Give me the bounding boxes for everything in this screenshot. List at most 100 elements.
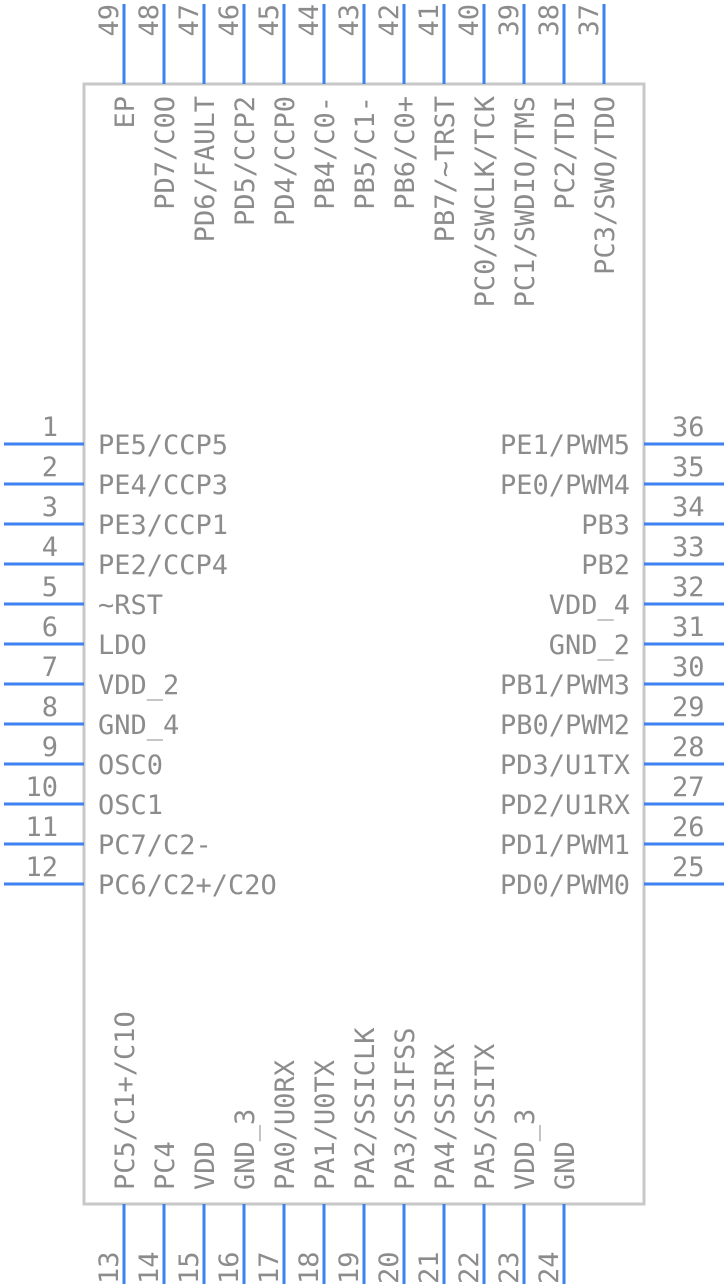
pin-label-32: VDD_4 [549, 590, 630, 621]
pin-label-11: PC7/C2- [98, 830, 212, 861]
pin-label-10: OSC1 [98, 790, 163, 821]
pin-number-39: 39 [494, 4, 525, 37]
pin-label-8: GND_4 [98, 710, 179, 741]
pin-label-30: PB1/PWM3 [500, 670, 630, 701]
pin-label-49: EP [110, 96, 141, 129]
pin-label-1: PE5/CCP5 [98, 430, 228, 461]
pin-number-43: 43 [334, 4, 365, 37]
pin-label-41: PB7/~TRST [430, 96, 461, 242]
pin-number-13: 13 [94, 1251, 125, 1284]
pin-number-20: 20 [374, 1251, 405, 1284]
pin-number-33: 33 [672, 532, 705, 563]
pin-number-5: 5 [42, 572, 58, 603]
pin-number-15: 15 [174, 1251, 205, 1284]
pin-label-20: PA3/SSIFSS [390, 1027, 421, 1190]
pin-label-45: PD4/CCP0 [270, 96, 301, 226]
pin-label-48: PD7/C0O [150, 96, 181, 210]
pin-label-46: PD5/CCP2 [230, 96, 261, 226]
pin-number-11: 11 [25, 812, 58, 843]
pin-label-18: PA1/U0TX [310, 1060, 341, 1190]
pin-number-42: 42 [374, 4, 405, 37]
pin-number-8: 8 [42, 692, 58, 723]
pin-number-29: 29 [672, 692, 705, 723]
pin-number-49: 49 [94, 4, 125, 37]
pin-label-33: PB2 [581, 550, 630, 581]
pin-number-27: 27 [672, 772, 705, 803]
pin-label-47: PD6/FAULT [190, 96, 221, 242]
pin-label-29: PB0/PWM2 [500, 710, 630, 741]
pin-number-32: 32 [672, 572, 705, 603]
pin-label-17: PA0/U0RX [270, 1060, 301, 1190]
pin-label-27: PD2/U1RX [500, 790, 630, 821]
pin-label-6: LDO [98, 630, 147, 661]
pin-label-15: VDD [190, 1141, 221, 1190]
pin-number-17: 17 [254, 1251, 285, 1284]
pin-label-4: PE2/CCP4 [98, 550, 228, 581]
pin-number-6: 6 [42, 612, 58, 643]
pin-label-44: PB4/C0- [310, 96, 341, 210]
pin-label-5: ~RST [98, 590, 163, 621]
pin-label-35: PE0/PWM4 [500, 470, 630, 501]
pin-number-4: 4 [42, 532, 58, 563]
pin-number-28: 28 [672, 732, 705, 763]
pin-number-48: 48 [134, 4, 165, 37]
pin-label-12: PC6/C2+/C2O [98, 870, 277, 901]
pin-label-31: GND_2 [549, 630, 630, 661]
pin-number-21: 21 [414, 1251, 445, 1284]
pin-number-3: 3 [42, 492, 58, 523]
pin-number-1: 1 [42, 412, 58, 443]
pin-number-16: 16 [214, 1251, 245, 1284]
pin-label-36: PE1/PWM5 [500, 430, 630, 461]
pin-number-22: 22 [454, 1251, 485, 1284]
pin-label-2: PE4/CCP3 [98, 470, 228, 501]
pin-number-26: 26 [672, 812, 705, 843]
pin-number-47: 47 [174, 4, 205, 37]
pin-number-31: 31 [672, 612, 705, 643]
pin-number-19: 19 [334, 1251, 365, 1284]
pin-number-45: 45 [254, 4, 285, 37]
pin-label-23: VDD_3 [510, 1109, 541, 1190]
pin-number-41: 41 [414, 4, 445, 37]
pin-label-22: PA5/SSITX [470, 1044, 501, 1190]
pin-label-19: PA2/SSICLK [350, 1027, 381, 1190]
pin-number-40: 40 [454, 4, 485, 37]
pin-label-43: PB5/C1- [350, 96, 381, 210]
pin-number-23: 23 [494, 1251, 525, 1284]
pin-label-14: PC4 [150, 1141, 181, 1190]
pin-number-24: 24 [534, 1251, 565, 1284]
pin-number-14: 14 [134, 1251, 165, 1284]
pin-label-9: OSC0 [98, 750, 163, 781]
pin-label-24: GND [550, 1141, 581, 1190]
pin-number-2: 2 [42, 452, 58, 483]
pin-number-34: 34 [672, 492, 705, 523]
pin-label-25: PD0/PWM0 [500, 870, 630, 901]
pin-label-34: PB3 [581, 510, 630, 541]
pin-label-38: PC2/TDI [550, 96, 581, 210]
pin-number-9: 9 [42, 732, 58, 763]
pin-label-40: PC0/SWCLK/TCK [470, 95, 501, 307]
pin-label-21: PA4/SSIRX [430, 1044, 461, 1190]
pin-label-13: PC5/C1+/C1O [110, 1011, 141, 1190]
pin-number-37: 37 [574, 4, 605, 37]
pin-label-3: PE3/CCP1 [98, 510, 228, 541]
pin-number-44: 44 [294, 4, 325, 37]
pin-label-28: PD3/U1TX [500, 750, 630, 781]
pin-number-25: 25 [672, 852, 705, 883]
pin-label-37: PC3/SWO/TDO [590, 96, 621, 275]
pin-label-39: PC1/SWDIO/TMS [510, 96, 541, 307]
pin-label-26: PD1/PWM1 [500, 830, 630, 861]
pin-number-35: 35 [672, 452, 705, 483]
pin-number-18: 18 [294, 1251, 325, 1284]
pin-number-7: 7 [42, 652, 58, 683]
pin-number-12: 12 [25, 852, 58, 883]
pin-number-10: 10 [25, 772, 58, 803]
pin-number-36: 36 [672, 412, 705, 443]
pin-label-42: PB6/C0+ [390, 96, 421, 210]
pin-number-30: 30 [672, 652, 705, 683]
pin-label-16: GND_3 [230, 1109, 261, 1190]
pin-number-46: 46 [214, 4, 245, 37]
pin-label-7: VDD_2 [98, 670, 179, 701]
pin-number-38: 38 [534, 4, 565, 37]
